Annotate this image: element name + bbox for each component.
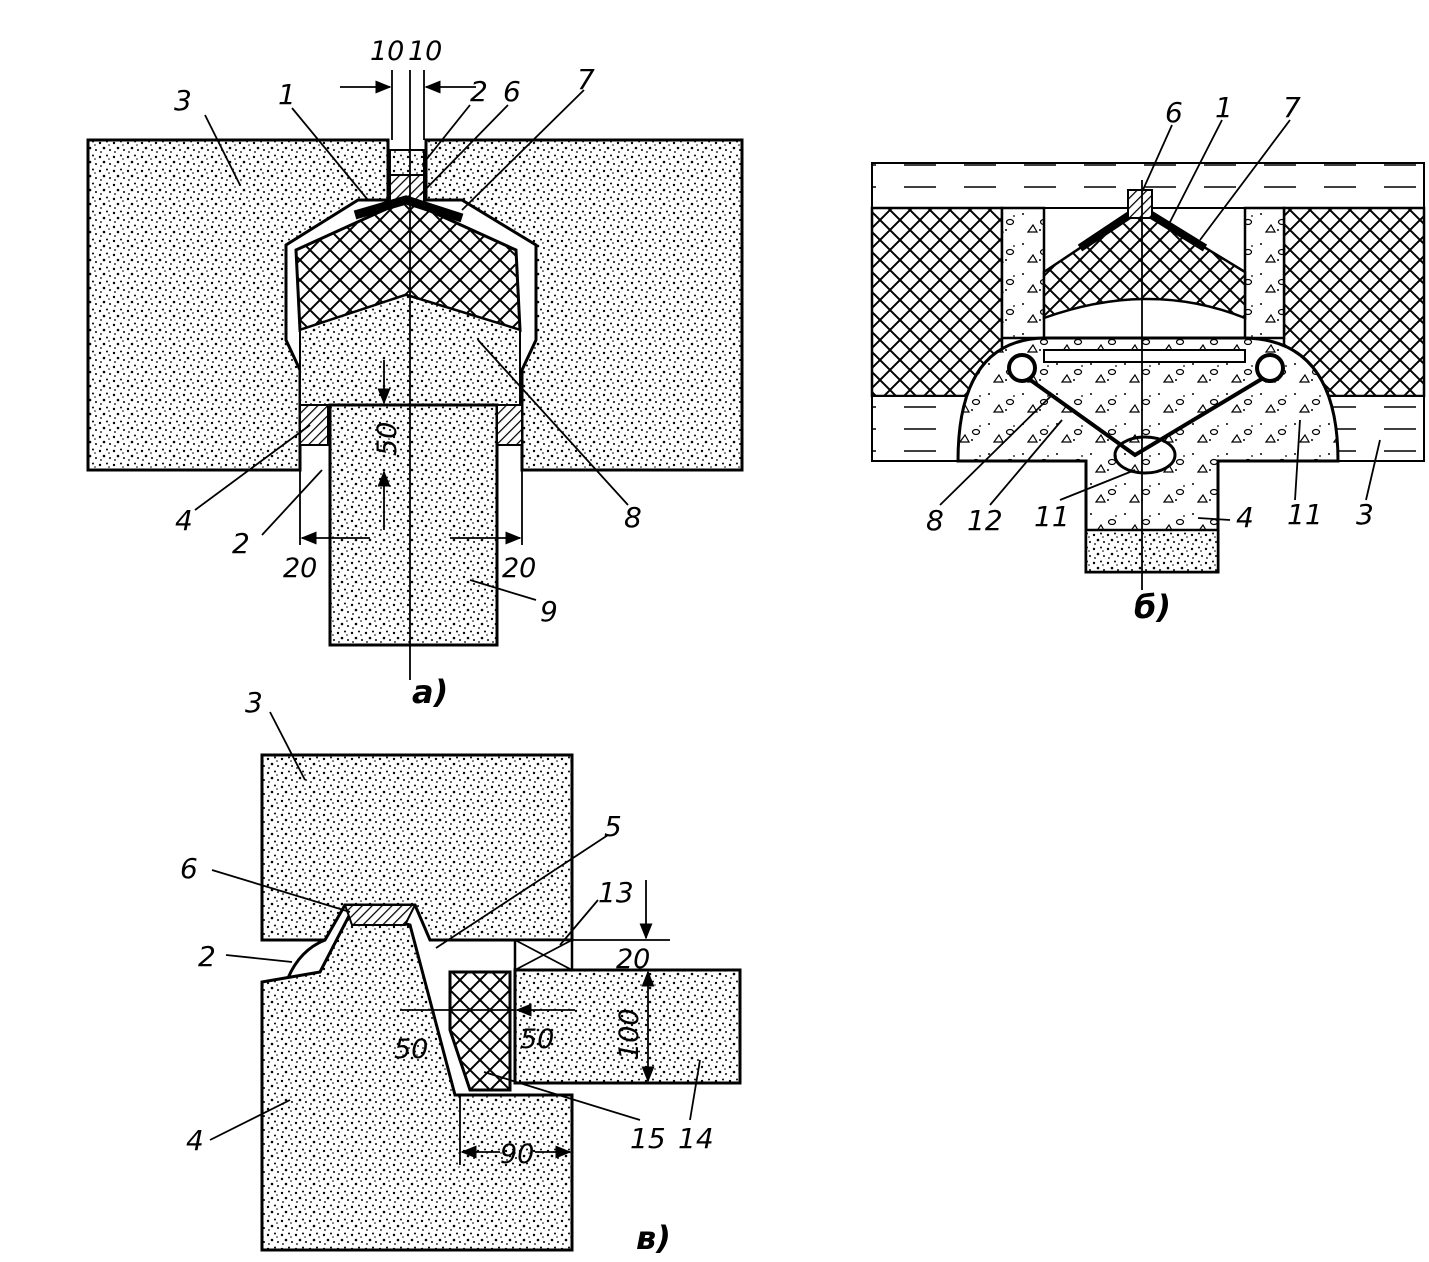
leader-7-b [1199, 119, 1291, 241]
leader-9 [469, 579, 537, 601]
leader-6 [419, 104, 509, 196]
dim-10-left: 10 [370, 36, 404, 67]
dim-90-v: 90 [500, 1139, 534, 1170]
wall-4-v [260, 908, 574, 1252]
label-11-b2: 11 [1287, 498, 1323, 531]
panel-3-a-right [424, 138, 744, 472]
concrete-band-left [1000, 206, 1046, 340]
label-9: 9 [540, 595, 558, 628]
label-2-v: 2 [198, 940, 216, 973]
dim-100-v: 100 [614, 1008, 645, 1060]
label-8-b: 8 [926, 504, 944, 537]
label-1-b: 1 [1215, 91, 1233, 124]
concrete-band-right [1243, 206, 1286, 340]
leader-2-bot [261, 469, 323, 536]
leader-8-b [939, 394, 1053, 506]
label-4-b: 4 [1236, 501, 1254, 534]
label-6-v: 6 [180, 852, 198, 885]
slab-3-v [260, 753, 574, 942]
label-1: 1 [278, 78, 296, 111]
panel-3-a [86, 138, 390, 472]
label-14-v: 14 [678, 1122, 714, 1155]
gasket-6-b [1127, 189, 1153, 219]
label-5-v: 5 [604, 810, 622, 843]
label-2: 2 [470, 75, 488, 108]
label-3-b: 3 [1356, 498, 1374, 531]
gasket-6-v [343, 904, 417, 926]
rebar-12 [1020, 372, 1272, 458]
leader-6-v [211, 869, 351, 913]
leader-3-b [1365, 439, 1381, 501]
caption-b: б) [1134, 588, 1171, 626]
label-8: 8 [624, 501, 642, 534]
leader-8 [477, 339, 629, 506]
label-7: 7 [577, 63, 595, 96]
leader-11-b2 [1294, 419, 1301, 501]
figure-v: 3 6 5 2 13 4 15 14 20 50 50 100 90 в) [180, 686, 742, 1257]
insert-1-b [1042, 206, 1247, 320]
slab-14-v [513, 968, 742, 1085]
label-2b: 2 [232, 527, 250, 560]
mastic-7 [353, 195, 464, 223]
loop-left [1007, 353, 1037, 383]
label-6: 6 [503, 75, 521, 108]
label-6-b: 6 [1165, 96, 1183, 129]
leader-6-b [1141, 124, 1173, 193]
label-11-b: 11 [1034, 500, 1070, 533]
leader-1 [291, 107, 369, 201]
leader-15-v [483, 1071, 641, 1121]
block-13-cross [514, 939, 573, 971]
insert-4-right [496, 404, 523, 446]
sealant-strip-6 [389, 149, 425, 176]
label-13-v: 13 [598, 876, 634, 909]
slab-bar [1043, 349, 1246, 363]
label-12-b: 12 [967, 504, 1003, 537]
leader-4 [194, 424, 311, 511]
caption-v: в) [636, 1219, 671, 1257]
loop-center-11 [1113, 435, 1177, 475]
leader-7 [461, 89, 585, 211]
dim-50-v-outer: 50 [394, 1034, 428, 1065]
leader-3-v [269, 711, 306, 781]
column-4-b [1084, 528, 1220, 574]
figure-b: 6 1 7 8 12 11 4 11 3 б) [870, 91, 1426, 626]
leader-13-v [559, 899, 599, 946]
column-9 [328, 403, 499, 647]
insert-4-left [299, 404, 329, 446]
dim-50: 50 [372, 422, 403, 456]
label-4: 4 [175, 504, 193, 537]
insulation-left [870, 206, 1004, 398]
dim-20-left: 20 [283, 553, 317, 584]
dim-10-right: 10 [408, 36, 442, 67]
label-4-v: 4 [186, 1124, 204, 1157]
leader-4-b [1197, 517, 1231, 521]
dim-50-v-inner: 50 [520, 1024, 554, 1055]
leader-3 [204, 114, 241, 186]
dim-20-right: 20 [502, 553, 536, 584]
loop-right [1255, 353, 1285, 383]
label-3: 3 [174, 84, 192, 117]
leader-1-b [1169, 119, 1223, 223]
leader-5-v [435, 834, 609, 949]
leader-12-b [989, 419, 1063, 506]
dim-20-v: 20 [616, 944, 650, 975]
insert-15-v [448, 970, 512, 1092]
label-3-v: 3 [245, 686, 263, 719]
leader-2-v [225, 954, 293, 963]
sealant-2-v [286, 938, 326, 979]
label-15-v: 15 [630, 1122, 666, 1155]
leader-4-v [209, 1099, 291, 1141]
caption-a: a) [412, 673, 448, 711]
figure-a: 3 1 2 6 7 4 2 8 9 10 10 50 20 20 a) [86, 36, 744, 711]
leader-2-top [421, 104, 471, 166]
leader-11-b [1059, 469, 1136, 501]
label-7-b: 7 [1283, 91, 1301, 124]
leader-14-v [689, 1059, 701, 1121]
